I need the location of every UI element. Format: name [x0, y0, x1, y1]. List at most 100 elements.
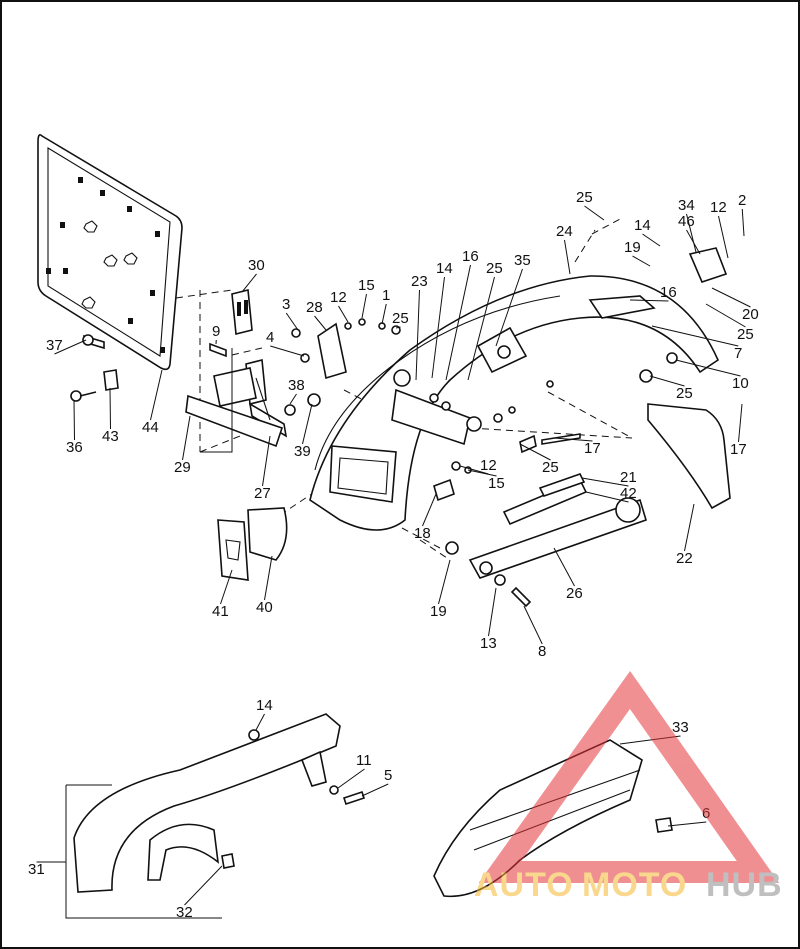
leader-c39: [302, 403, 313, 445]
leader-c23: [415, 289, 420, 381]
leader-c12a: [718, 215, 729, 259]
bracket-30: [231, 288, 253, 336]
leader-c24: [564, 239, 571, 275]
watermark-hub: HUB: [706, 866, 783, 904]
callout-c9: 9: [212, 323, 220, 340]
leader-c36: [73, 399, 75, 441]
leader-c1: [381, 303, 387, 325]
leader-c22: [684, 503, 695, 552]
callout-c41: 41: [212, 603, 229, 620]
hardware-bolts: [70, 318, 472, 474]
rear-fender: [309, 275, 720, 531]
callout-c13: 13: [480, 635, 497, 652]
leader-c25a: [584, 205, 605, 221]
leader-c34: [686, 213, 697, 253]
callout-c34: 34: [678, 197, 695, 214]
callout-c22: 22: [676, 550, 693, 567]
leader-c20: [711, 287, 751, 308]
fender-strut-22: [647, 403, 731, 510]
leader-c43: [109, 387, 111, 430]
leader-c25f: [519, 443, 551, 461]
callout-c15b: 15: [488, 475, 505, 492]
callout-c25d: 25: [737, 326, 754, 343]
callout-c30: 30: [248, 257, 265, 274]
callout-c32: 32: [176, 904, 193, 921]
leader-c14b: [431, 276, 445, 379]
callout-c12c: 12: [480, 457, 497, 474]
support-bars: [433, 433, 647, 608]
plate-bracket: [185, 358, 288, 448]
callout-c1: 1: [382, 287, 390, 304]
callout-c27: 27: [254, 485, 271, 502]
callout-c43: 43: [102, 428, 119, 445]
leader-c2: [741, 208, 745, 237]
callout-c33: 33: [672, 719, 689, 736]
callout-c7: 7: [734, 345, 742, 362]
callout-c17a: 17: [730, 441, 747, 458]
leader-c27: [262, 435, 271, 487]
leader-c14c: [255, 713, 265, 731]
callout-c25b: 25: [486, 260, 503, 277]
leader-c38: [289, 393, 297, 405]
leader-c15b: [467, 469, 497, 477]
watermark-triangle: [478, 670, 780, 883]
callout-c3: 3: [282, 296, 290, 313]
leader-c40: [264, 555, 273, 601]
leader-c44: [150, 369, 163, 421]
leader-c32: [184, 865, 223, 906]
callout-c36: 36: [66, 439, 83, 456]
watermark-moto: MOTO: [582, 866, 687, 904]
watermark-auto: AUTO: [474, 866, 574, 904]
leader-c42: [585, 491, 629, 503]
callout-c14b: 14: [436, 260, 453, 277]
callout-c37: 37: [46, 337, 63, 354]
leader-c11: [337, 768, 365, 789]
leader-c8: [523, 605, 543, 645]
callout-c25c: 25: [392, 310, 409, 327]
callout-c29: 29: [174, 459, 191, 476]
leader-c6: [667, 821, 707, 827]
callout-c4: 4: [266, 329, 274, 346]
callout-c31: 31: [28, 861, 45, 878]
callout-c11: 11: [356, 752, 372, 769]
leader-c16b: [629, 299, 669, 302]
leader-c10: [675, 359, 741, 377]
leader-c26: [553, 547, 575, 587]
callout-c35: 35: [514, 252, 531, 269]
callout-c12b: 12: [330, 289, 347, 306]
leader-c25e: [649, 375, 685, 387]
callout-c44: 44: [142, 419, 159, 436]
leader-c13: [488, 587, 497, 637]
reflectors: [217, 507, 288, 581]
leader-c17b: [553, 437, 593, 442]
callout-c19a: 19: [624, 239, 641, 256]
leader-c25c: [395, 326, 401, 329]
leader-c5: [361, 783, 389, 797]
callout-c39: 39: [294, 443, 311, 460]
callout-c38: 38: [288, 377, 305, 394]
callout-c15a: 15: [358, 277, 375, 294]
leader-c16a: [445, 264, 471, 381]
callout-c24: 24: [556, 223, 573, 240]
callout-c17b: 17: [584, 440, 601, 457]
leader-c3: [285, 312, 299, 331]
callout-c42: 42: [620, 485, 637, 502]
callout-c14a: 14: [634, 217, 651, 234]
callout-c46: 46: [678, 213, 695, 230]
callout-c14c: 14: [256, 697, 273, 714]
leader-c15a: [361, 293, 367, 319]
leader-c14a: [642, 233, 661, 247]
callout-c28: 28: [306, 299, 323, 316]
leader-c12b: [338, 305, 349, 323]
leader-c19b: [438, 559, 451, 605]
callout-c16b: 16: [660, 284, 677, 301]
leader-c37: [54, 339, 87, 355]
callout-c18: 18: [414, 525, 431, 542]
callout-c25e: 25: [676, 385, 693, 402]
callout-c19b: 19: [430, 603, 447, 620]
license-plate: [37, 134, 183, 371]
callout-c2: 2: [738, 192, 746, 209]
